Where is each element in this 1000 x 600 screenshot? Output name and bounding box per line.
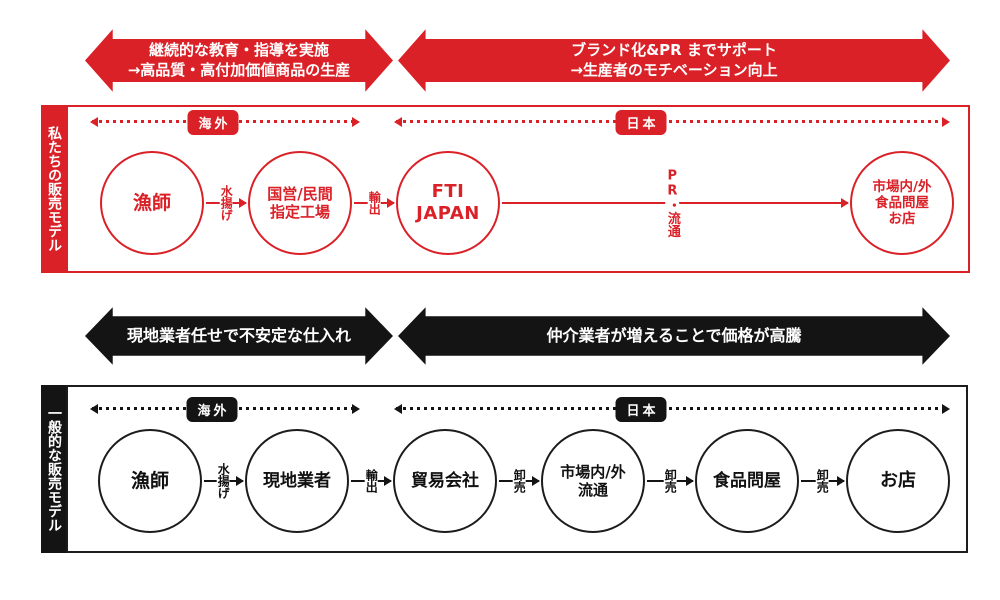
connector-label-wholesale: 卸売 — [815, 466, 829, 496]
node-label-line: 現地業者 — [263, 470, 331, 491]
node-label-line: 市場内/外 — [560, 463, 626, 481]
banner-text-line: ブランド化&PR までサポート — [571, 41, 777, 59]
connector-label-wholesale: 卸売 — [512, 466, 526, 496]
banner-text-line: →高品質・高付加価値商品の生産 — [127, 60, 351, 79]
banner-our-model-left: 継続的な教育・指導を実施 →高品質・高付加価値商品の生産 — [85, 29, 393, 92]
node-label-line: 流通 — [577, 481, 608, 499]
banner-text-line: 現地業者任せで不安定な仕入れ — [126, 325, 351, 345]
node-label-line: 貿易会社 — [411, 470, 479, 491]
node-label-line: 食品問屋 — [875, 194, 929, 211]
node-label-line: 国営/民間 — [267, 185, 333, 203]
banner-text-line: 継続的な教育・指導を実施 — [148, 41, 329, 59]
node-label-line: FTI — [431, 181, 465, 203]
connector-label-landing: 水揚げ — [219, 182, 233, 224]
region-label-overseas: 海外 — [186, 397, 238, 422]
region-label-japan: 日本 — [615, 110, 667, 135]
node-designated-factory: 国営/民間 指定工場 — [248, 151, 352, 255]
banner-general-model-left: 現地業者任せで不安定な仕入れ — [85, 307, 393, 365]
node-fisherman: 漁師 — [98, 429, 202, 533]
node-label-line: お店 — [888, 211, 916, 228]
node-label-line: JAPAN — [416, 203, 480, 224]
banner-our-model-right: ブランド化&PR までサポート →生産者のモチベーション向上 — [398, 29, 950, 92]
node-label-line: お店 — [880, 470, 916, 492]
node-fisherman: 漁師 — [100, 151, 204, 255]
japan-span-arrow — [394, 116, 950, 127]
banner-general-model-right: 仲介業者が増えることで価格が高騰 — [398, 307, 950, 365]
node-fti-japan: FTI JAPAN — [396, 151, 500, 255]
node-label-line: 漁師 — [130, 469, 169, 492]
connector-label-wholesale: 卸売 — [663, 466, 677, 496]
banner-text-line: 仲介業者が増えることで価格が高騰 — [546, 325, 802, 345]
banner-text-line: →生産者のモチベーション向上 — [570, 60, 778, 79]
connector-label-pr-distribution: PR・流通 — [665, 165, 680, 241]
node-food-wholesaler: 食品問屋 — [695, 429, 799, 533]
our-model-side-label: 私たちの販売モデル — [41, 105, 66, 273]
region-label-overseas: 海外 — [187, 110, 239, 135]
node-label-line: 漁師 — [132, 191, 171, 214]
node-trading-company: 貿易会社 — [393, 429, 497, 533]
node-label-line: 市場内/外 — [872, 178, 932, 195]
node-market-distribution: 市場内/外 流通 — [541, 429, 645, 533]
region-label-japan: 日本 — [615, 397, 667, 422]
general-model-side-label: 一般的な販売モデル — [41, 385, 66, 553]
node-label-line: 指定工場 — [269, 203, 330, 221]
node-market-wholesaler-shop: 市場内/外 食品問屋 お店 — [850, 151, 954, 255]
connector-label-landing: 水揚げ — [216, 460, 230, 502]
connector-label-export: 輸出 — [364, 466, 378, 496]
node-local-trader: 現地業者 — [245, 429, 349, 533]
node-shop: お店 — [846, 429, 950, 533]
connector-label-export: 輸出 — [367, 188, 381, 218]
japan-span-arrow — [394, 403, 950, 414]
node-label-line: 食品問屋 — [713, 470, 781, 491]
